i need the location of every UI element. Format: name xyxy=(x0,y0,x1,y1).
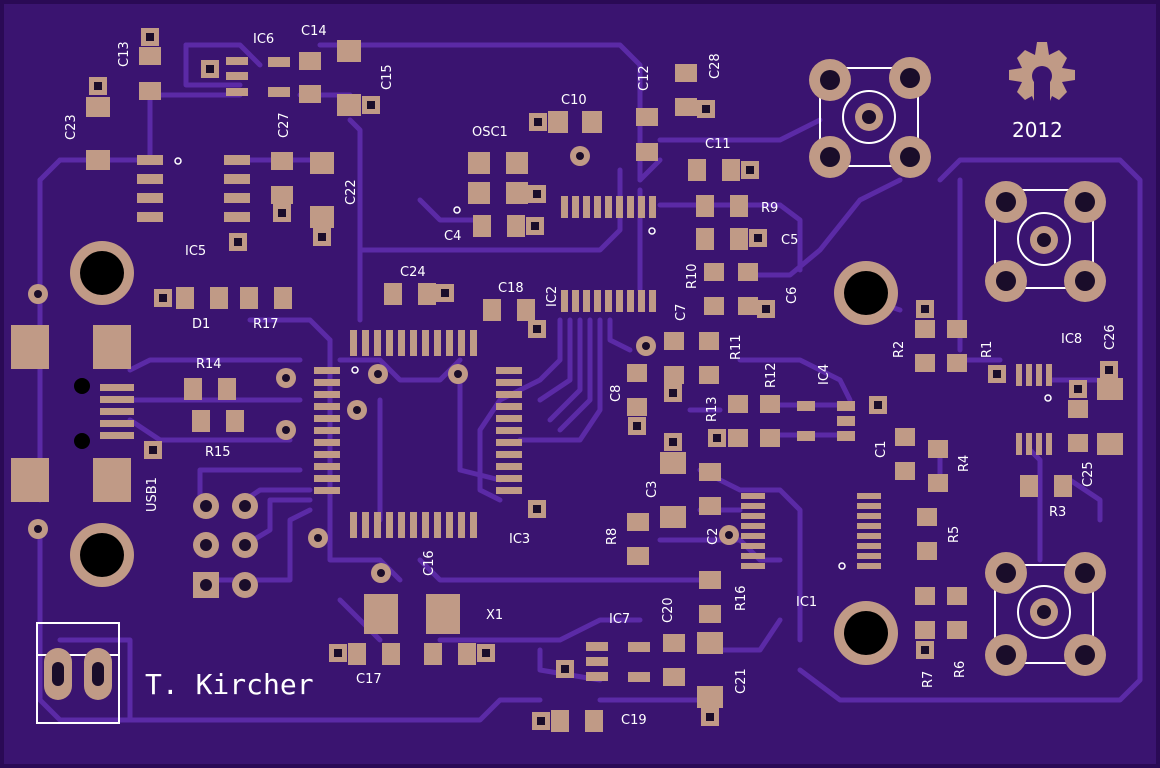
rf-connector-outline-right xyxy=(994,189,1094,289)
label-IC4: IC4 xyxy=(817,364,832,385)
label-C6: C6 xyxy=(785,287,800,304)
label-D1: D1 xyxy=(192,317,210,332)
label-R17: R17 xyxy=(253,317,279,332)
label-C28: C28 xyxy=(708,53,723,79)
label-R11: R11 xyxy=(729,334,744,360)
header-pins xyxy=(193,493,258,598)
rf-connector-outline-bottom xyxy=(994,564,1094,664)
label-IC7: IC7 xyxy=(609,612,630,627)
silkscreen-outlines xyxy=(36,67,1094,724)
label-R3: R3 xyxy=(1049,505,1066,520)
label-C21: C21 xyxy=(734,668,749,694)
rf-connector-ring-top xyxy=(842,90,896,144)
label-R16: R16 xyxy=(734,585,749,611)
label-IC3: IC3 xyxy=(509,532,530,547)
label-R14: R14 xyxy=(196,357,222,372)
rf-connector-ring-right xyxy=(1017,212,1071,266)
label-R9: R9 xyxy=(761,201,778,216)
label-C7: C7 xyxy=(674,304,689,321)
component-labels: C13 IC6 C14 C15 C27 C23 C22 IC5 D1 R17 O… xyxy=(64,24,1118,728)
label-R2: R2 xyxy=(892,341,907,358)
usb-connector xyxy=(11,325,134,502)
label-C11: C11 xyxy=(705,137,731,152)
mounting-holes xyxy=(70,241,898,665)
label-C18: C18 xyxy=(498,281,524,296)
label-R5: R5 xyxy=(947,526,962,543)
terminal-block-pads xyxy=(44,648,112,700)
label-C19: C19 xyxy=(621,713,647,728)
label-R1: R1 xyxy=(980,341,995,358)
label-C10: C10 xyxy=(561,93,587,108)
label-C4: C4 xyxy=(444,229,461,244)
label-C13: C13 xyxy=(117,41,132,67)
label-C26: C26 xyxy=(1103,324,1118,350)
label-C23: C23 xyxy=(64,114,79,140)
label-IC8: IC8 xyxy=(1061,332,1082,347)
label-R13: R13 xyxy=(705,396,720,422)
label-C3: C3 xyxy=(645,481,660,498)
label-C12: C12 xyxy=(637,65,652,91)
rf-connector-pads xyxy=(809,57,1106,676)
label-IC1: IC1 xyxy=(796,595,817,610)
label-OSC1: OSC1 xyxy=(472,125,508,140)
label-C27: C27 xyxy=(277,112,292,138)
label-C16: C16 xyxy=(422,550,437,576)
label-C8: C8 xyxy=(609,385,624,402)
label-IC5: IC5 xyxy=(185,244,206,259)
label-IC6: IC6 xyxy=(253,32,274,47)
label-C17: C17 xyxy=(356,672,382,687)
label-C2: C2 xyxy=(706,528,721,545)
rf-connector-ring-bottom xyxy=(1017,585,1071,639)
label-IC2: IC2 xyxy=(545,286,560,307)
label-C25: C25 xyxy=(1081,461,1096,487)
label-C15: C15 xyxy=(380,64,395,90)
terminal-block-outline xyxy=(36,622,120,724)
label-R7: R7 xyxy=(921,671,936,688)
label-R10: R10 xyxy=(685,263,700,289)
label-R4: R4 xyxy=(957,455,972,472)
label-R15: R15 xyxy=(205,445,231,460)
round-vias xyxy=(28,146,1052,583)
board-year: 2012 xyxy=(1012,118,1063,142)
label-C5: C5 xyxy=(781,233,798,248)
label-X1: X1 xyxy=(486,608,503,623)
label-C24: C24 xyxy=(400,265,426,280)
smd-passive-pads xyxy=(86,40,1123,732)
rf-connector-outline-top xyxy=(819,67,919,167)
label-R12: R12 xyxy=(764,362,779,388)
author-signature: T. Kircher xyxy=(145,668,314,701)
label-C14: C14 xyxy=(301,24,327,39)
label-C1: C1 xyxy=(874,441,889,458)
label-C20: C20 xyxy=(661,597,676,623)
ic-packages xyxy=(137,57,1052,682)
label-R6: R6 xyxy=(953,661,968,678)
label-C22: C22 xyxy=(344,179,359,205)
label-R8: R8 xyxy=(605,528,620,545)
square-vias xyxy=(89,28,1118,730)
label-USB1: USB1 xyxy=(145,477,160,512)
open-hardware-gear-icon xyxy=(1009,42,1075,108)
